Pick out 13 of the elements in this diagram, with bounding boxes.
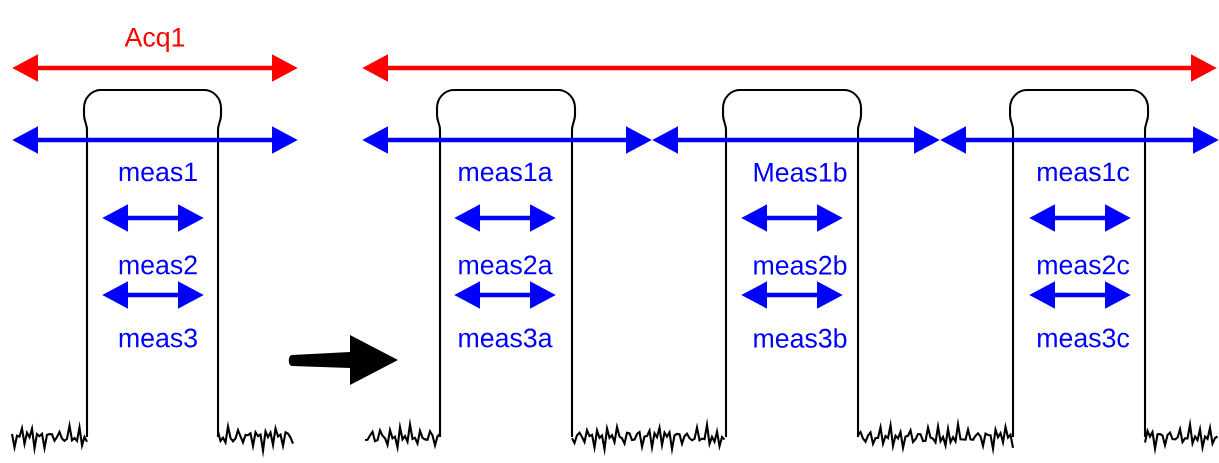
label: Acq1 <box>124 28 185 52</box>
label: meas2c <box>1038 255 1130 275</box>
label: meas2 <box>119 255 197 275</box>
label: meas3 <box>119 328 197 348</box>
label: meas1a <box>459 162 553 182</box>
label: meas3a <box>459 328 553 348</box>
label: meas2a <box>459 255 553 275</box>
label: meas2b <box>754 255 847 275</box>
label: meas3c <box>1038 328 1130 348</box>
label: meas3b <box>754 328 847 348</box>
label: Meas1b <box>754 162 847 182</box>
label: meas1c <box>1038 162 1130 182</box>
label: meas1 <box>119 162 197 182</box>
